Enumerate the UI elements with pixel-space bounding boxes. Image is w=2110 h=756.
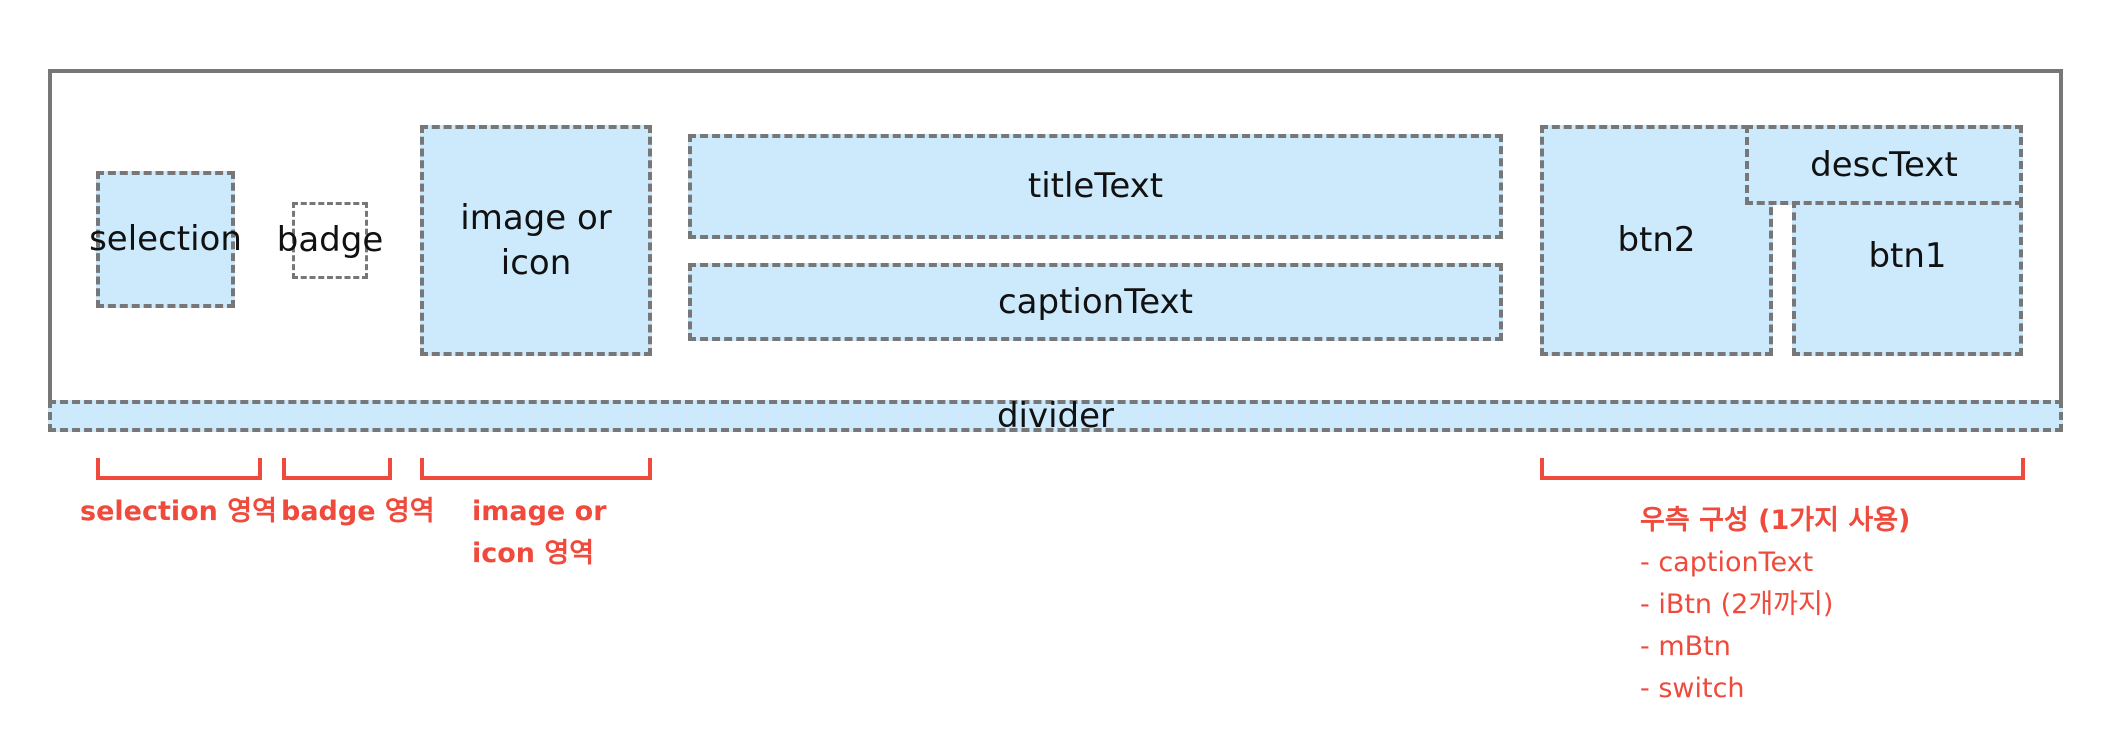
right-notes-item: - iBtn (2개까지) [1640, 589, 1834, 620]
selection-annotation: selection 영역 [80, 496, 277, 527]
right-section-bracket [1540, 458, 2025, 480]
divider-label: divider [996, 395, 1115, 436]
badge-annotation: badge 영역 [281, 496, 435, 527]
right-notes-item: - mBtn [1640, 631, 1731, 662]
image-icon-slot: image or icon [420, 125, 652, 356]
btn2-slot: btn2 [1540, 125, 1773, 356]
image-label-line2: icon [500, 242, 572, 283]
image-annotation-line2: icon 영역 [472, 538, 595, 569]
right-notes-heading: 우측 구성 (1가지 사용) [1640, 505, 1911, 536]
desc-text-label: descText [1810, 144, 1958, 185]
btn1-label: btn1 [1868, 236, 1947, 276]
desc-text-slot: descText [1745, 125, 2023, 205]
badge-slot: badge [277, 202, 383, 279]
title-text-label: titleText [1027, 166, 1164, 207]
image-icon-bracket [420, 458, 652, 480]
image-icon-annotation: image or icon 영역 [472, 491, 607, 575]
btn2-label: btn2 [1617, 220, 1696, 261]
divider-slot: divider [48, 396, 2063, 436]
caption-text-label: captionText [997, 281, 1193, 322]
title-text-slot: titleText [688, 134, 1503, 239]
btn1-slot: btn1 [1792, 200, 2023, 356]
right-section-notes: 우측 구성 (1가지 사용) - captionText - iBtn (2개까… [1640, 500, 1910, 710]
badge-bracket [282, 458, 392, 480]
selection-bracket [96, 458, 262, 480]
caption-text-slot: captionText [688, 263, 1503, 341]
right-notes-item: - switch [1640, 673, 1745, 704]
selection-label: selection [89, 219, 242, 260]
selection-slot: selection [89, 171, 242, 308]
image-label-line1: image or [460, 198, 612, 239]
badge-label: badge [276, 220, 384, 261]
right-notes-item: - captionText [1640, 547, 1814, 578]
image-annotation-line1: image or [472, 496, 607, 527]
